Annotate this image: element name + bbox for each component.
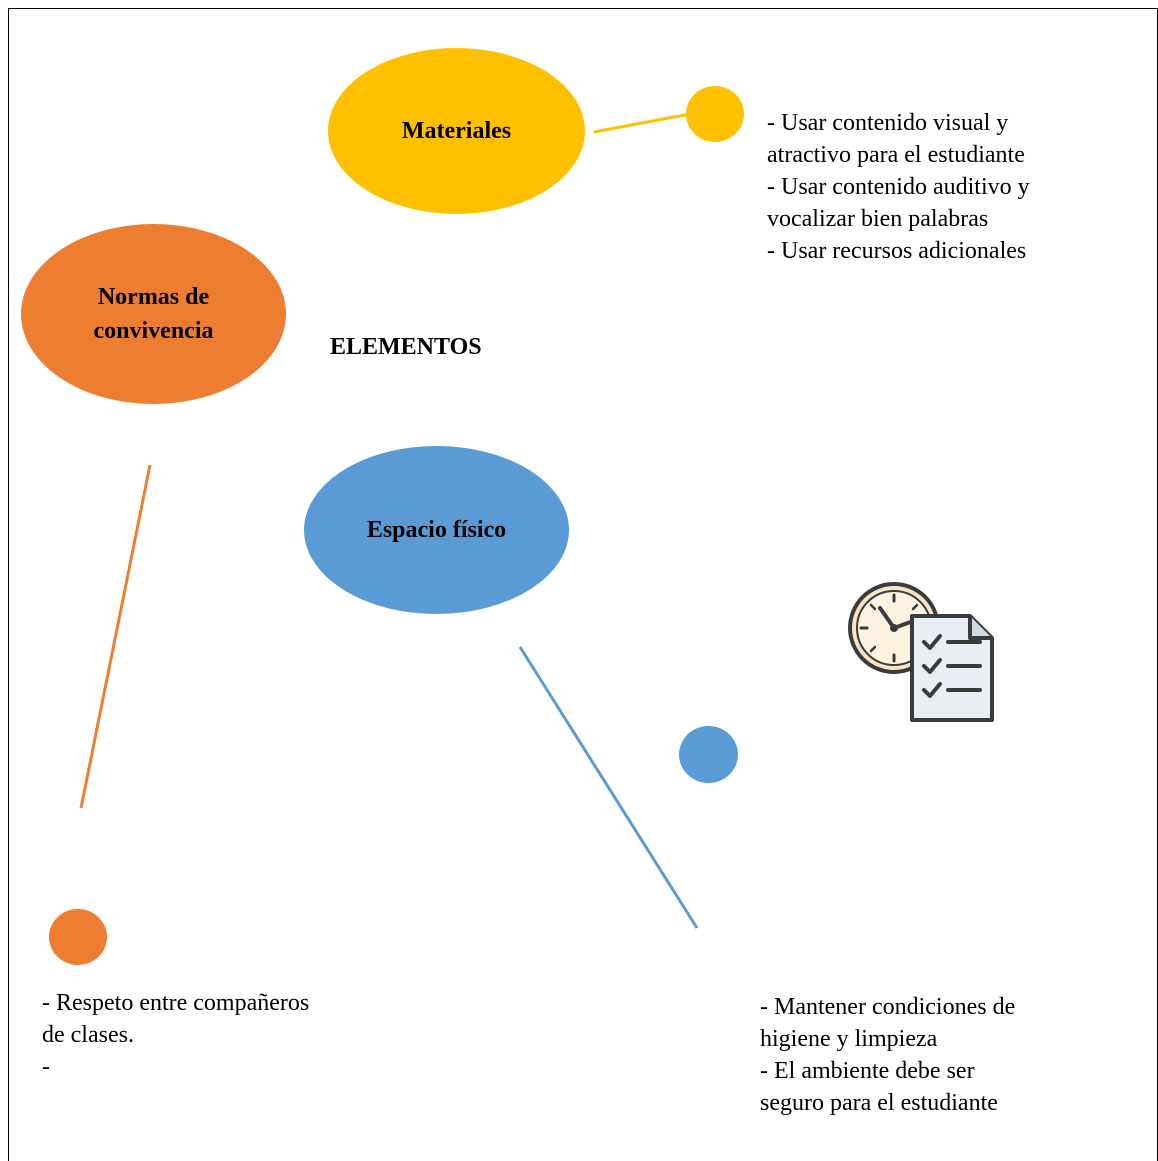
note-line: - Usar contenido visual y [767,110,1009,136]
node-materiales: Materiales [328,48,585,214]
bullet-dot-materiales [686,86,744,142]
note-line: vocalizar bien palabras [767,206,989,232]
node-normas-convivencia: Normas de convivencia [21,224,286,404]
note-line: - El ambiente debe ser [760,1058,975,1084]
frame-border-left [8,8,9,1161]
node-normas-title-line1: Normas de [97,284,210,310]
connector-normas [79,464,152,809]
notes-materiales: - Usar contenido visual y atractivo para… [767,107,1127,267]
notes-normas: - Respeto entre compañeros de clases. - [42,987,402,1083]
note-line: - Mantener condiciones de [760,994,1016,1020]
node-espacio-title: Espacio físico [366,517,507,543]
note-line: higiene y limpieza [760,1026,938,1052]
bullet-dot-normas [49,909,107,965]
center-title: ELEMENTOS [330,334,482,360]
node-espacio-fisico: Espacio físico [304,446,569,614]
note-line: - Respeto entre compañeros [42,990,310,1016]
node-normas-title: Normas de convivencia [94,280,214,348]
node-materiales-title: Materiales [401,118,512,144]
node-normas-title-line2: convivencia [93,318,214,344]
connector-espacio [518,646,699,929]
note-line: - Usar recursos adicionales [767,238,1027,264]
connector-materiales [593,112,691,134]
note-line: - Usar contenido auditivo y [767,174,1030,200]
bullet-dot-espacio [679,726,738,783]
frame-border-top [8,8,1158,9]
clock-checklist-icon [848,582,994,722]
notes-espacio: - Mantener condiciones de higiene y limp… [760,991,1120,1119]
note-line: - [42,1054,50,1080]
note-line: atractivo para el estudiante [767,142,1025,168]
note-line: de clases. [42,1022,134,1048]
note-line: seguro para el estudiante [760,1090,998,1116]
